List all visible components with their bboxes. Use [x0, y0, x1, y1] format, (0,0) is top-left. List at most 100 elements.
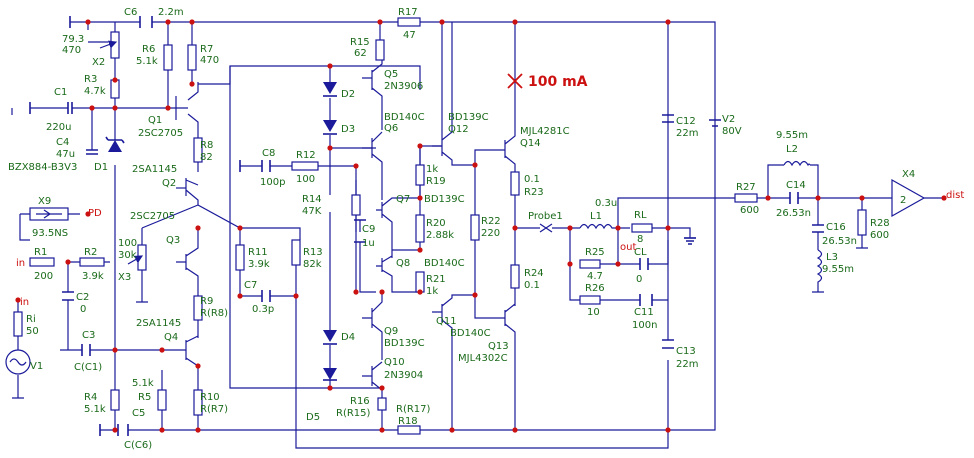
label-r11-value: 3.9k: [248, 259, 270, 270]
label-r25-value: 4.7: [587, 271, 603, 282]
label-q1-type: 2SC2705: [138, 128, 183, 139]
diodes: [105, 82, 337, 381]
label-r24-value: 0.1: [524, 280, 540, 291]
label-q10-type: 2N3904: [384, 370, 423, 381]
label-x2-name: X2: [92, 57, 105, 68]
label-r27-value: 600: [740, 205, 759, 216]
label-q8-name: Q8: [396, 258, 410, 269]
labels: C6 2.2m R17 47 79.3 470 X2 R6 5.1k R7 47…: [8, 7, 964, 451]
label-q7-type: BD139C: [424, 194, 465, 205]
label-d3: D3: [341, 124, 355, 135]
label-c2-value: 0: [80, 304, 86, 315]
label-r17-name: R17: [398, 7, 418, 18]
potentiometers: [99, 31, 147, 271]
label-cl-name: CL: [634, 247, 647, 258]
label-r2-value: 3.9k: [82, 271, 104, 282]
label-r13-value: 82k: [303, 259, 322, 270]
label-r20-name: R20: [426, 218, 446, 229]
label-r1-name: R1: [34, 247, 47, 258]
label-r28-name: R28: [870, 218, 890, 229]
label-x3-value: 30k: [118, 250, 137, 261]
label-r9-name: R9: [200, 296, 213, 307]
label-c8-value: 100p: [260, 177, 285, 188]
label-c12-value: 22m: [676, 128, 698, 139]
label-d2: D2: [341, 89, 355, 100]
label-c1-value: 220u: [46, 122, 71, 133]
label-q1-name: Q1: [148, 115, 162, 126]
label-r19-name: R19: [426, 176, 446, 187]
label-v2-name: V2: [722, 114, 735, 125]
label-q3-type: 2SC2705: [130, 211, 175, 222]
label-q5-name: Q5: [384, 69, 398, 80]
label-v1-name: V1: [30, 361, 43, 372]
label-q12-type: BD139C: [448, 112, 489, 123]
label-q9-name: Q9: [384, 326, 398, 337]
label-r9-value: R(R8): [200, 308, 228, 319]
label-c8-name: C8: [262, 148, 275, 159]
label-r24-name: R24: [524, 268, 544, 279]
label-r3-value: 4.7k: [84, 86, 106, 97]
label-c7-value: 0.3p: [252, 304, 274, 315]
label-rl-name: RL: [634, 210, 647, 221]
label-c14-value: 26.53n: [776, 208, 811, 219]
label-ri-name: Ri: [26, 314, 36, 325]
label-r7-name: R7: [200, 44, 213, 55]
node-in-mid: in: [16, 258, 25, 269]
label-r27-name: R27: [736, 182, 756, 193]
label-q6-name: Q6: [384, 123, 398, 134]
label-q11-type: BD140C: [450, 328, 491, 339]
label-r1-value: 200: [34, 271, 53, 282]
label-r14-name: R14: [302, 194, 322, 205]
label-r23-name: R23: [524, 187, 544, 198]
label-c9-name: C9: [362, 224, 375, 235]
label-c3-value: C(C1): [74, 362, 102, 373]
node-in-top: in: [20, 297, 29, 308]
label-c1-name: C1: [54, 87, 67, 98]
label-q6-type: BD140C: [384, 112, 425, 123]
label-q10-name: Q10: [384, 357, 405, 368]
label-r25-name: R25: [585, 247, 605, 258]
resistors: [13, 17, 867, 435]
label-r17-value: 47: [403, 30, 416, 41]
label-r21-value: 1k: [426, 286, 438, 297]
label-q3-name: Q3: [166, 235, 180, 246]
capacitors: [62, 16, 824, 436]
label-d5: D5: [306, 412, 320, 423]
label-cl-value: 0: [636, 274, 642, 285]
label-r11-name: R11: [248, 247, 268, 258]
label-c16-name: C16: [826, 222, 846, 233]
label-r12-name: R12: [296, 150, 316, 161]
label-c3-name: C3: [82, 330, 95, 341]
label-x4-gain: 2: [900, 195, 906, 206]
label-x9-name: X9: [38, 196, 51, 207]
label-q2-name: Q2: [162, 178, 176, 189]
label-q2-type: 2SA1145: [132, 164, 177, 175]
label-r21-name: R21: [426, 274, 446, 285]
label-c4-name: C4: [56, 137, 69, 148]
label-r13-name: R13: [303, 247, 323, 258]
label-r15-name: R15: [350, 37, 370, 48]
label-r5-value: 5.1k: [132, 378, 154, 389]
label-x2-top: 79.3: [62, 34, 84, 45]
label-q14-type: MJL4281C: [520, 126, 570, 137]
label-l3-name: L3: [826, 252, 838, 263]
node-dots: [15, 19, 947, 433]
label-rl-value: 8: [637, 234, 643, 245]
label-c9-value: 1u: [362, 238, 375, 249]
label-x4-name: X4: [902, 169, 915, 180]
label-q13-name: Q13: [488, 341, 509, 352]
label-q13-type: MJL4302C: [458, 353, 508, 364]
label-d1-name: D1: [94, 162, 108, 173]
label-r15-value: 62: [354, 48, 367, 59]
label-r8-value: 82: [200, 152, 213, 163]
label-x9-value: 93.5NS: [32, 228, 68, 239]
node-dist: dist: [946, 190, 964, 201]
label-c7-name: C7: [244, 280, 257, 291]
label-r22-value: 220: [481, 228, 500, 239]
label-r5-name: R5: [138, 392, 151, 403]
label-d4: D4: [341, 332, 355, 343]
label-r12-value: 100: [296, 174, 315, 185]
label-r16-value: R(R15): [336, 408, 371, 419]
label-c6-value: 2.2m: [158, 7, 184, 18]
